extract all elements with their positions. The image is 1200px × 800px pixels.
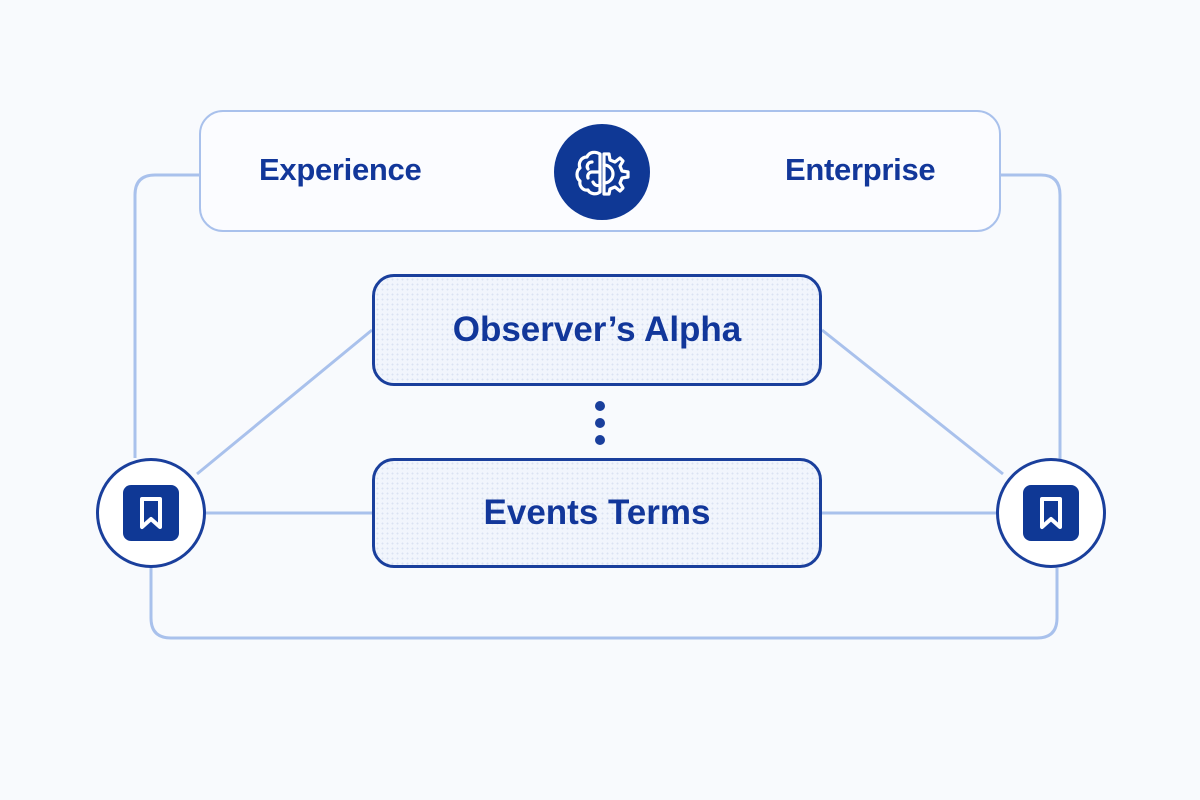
bookmark-icon xyxy=(123,485,179,541)
outer-loop-line xyxy=(1001,173,1062,470)
left-bookmark-node xyxy=(96,458,206,568)
brain-gear-icon xyxy=(554,124,650,220)
right-bookmark-node xyxy=(996,458,1106,568)
enterprise-label: Enterprise xyxy=(785,152,936,187)
experience-label: Experience xyxy=(259,152,422,187)
outer-loop-line xyxy=(149,566,1059,640)
bookmark-icon xyxy=(1023,485,1079,541)
vertical-ellipsis-icon xyxy=(595,401,605,445)
observers-alpha-card: Observer’s Alpha xyxy=(372,274,822,386)
connector-line xyxy=(196,328,373,476)
connector-line xyxy=(821,328,1004,476)
outer-loop-line xyxy=(133,173,199,458)
events-terms-card: Events Terms xyxy=(372,458,822,568)
